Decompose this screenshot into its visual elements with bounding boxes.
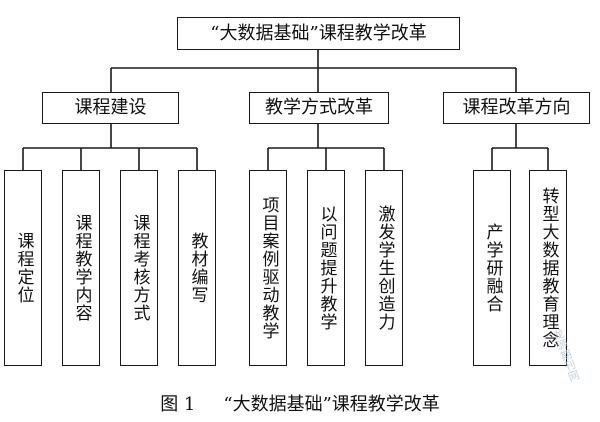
leaf-node-label: 项目案例驱动教学: [258, 196, 279, 340]
leaf-node: 课程定位: [4, 170, 42, 366]
leaf-node: 激发学生创造力: [365, 170, 403, 366]
leaf-node: 转型大数据教育理念: [529, 170, 567, 366]
figure-title: “大数据基础”课程教学改革: [223, 394, 440, 415]
leaf-node-label: 以问题提升教学: [316, 205, 337, 331]
leaf-node: 项目案例驱动教学: [249, 170, 287, 366]
leaf-node: 产学研融合: [473, 170, 511, 366]
figure-caption: 图 1 “大数据基础”课程教学改革: [0, 390, 600, 416]
branch-node-teaching-method: 教学方式改革: [249, 92, 389, 124]
branch-node-label: 教学方式改革: [265, 97, 373, 118]
leaf-node: 课程考核方式: [120, 170, 158, 366]
branch-node-reform-direction: 课程改革方向: [443, 92, 590, 124]
branch-node-label: 课程建设: [74, 97, 147, 118]
leaf-node: 以问题提升教学: [307, 170, 345, 366]
leaf-node-label: 转型大数据教育理念: [538, 187, 559, 349]
leaf-node-label: 教材编写: [187, 232, 208, 304]
root-node: “大数据基础”课程教学改革: [177, 17, 460, 50]
branch-node-curriculum: 课程建设: [42, 92, 179, 124]
leaf-node-label: 课程考核方式: [129, 214, 150, 322]
leaf-node: 课程教学内容: [62, 170, 100, 366]
branch-node-label: 课程改革方向: [462, 97, 571, 118]
figure-number: 图 1: [160, 394, 196, 415]
leaf-node-label: 课程教学内容: [71, 214, 92, 322]
leaf-node-label: 激发学生创造力: [374, 205, 395, 331]
leaf-node-label: 产学研融合: [482, 223, 503, 313]
leaf-node: 教材编写: [178, 170, 216, 366]
root-node-label: “大数据基础”课程教学改革: [210, 22, 427, 44]
leaf-node-label: 课程定位: [13, 232, 34, 304]
